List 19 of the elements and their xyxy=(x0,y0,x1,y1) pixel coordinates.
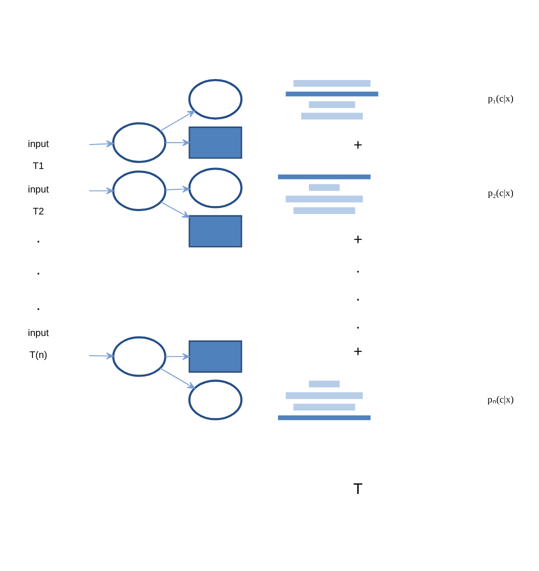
label: pₙ(c|x) xyxy=(488,394,514,406)
label: input xyxy=(28,184,49,196)
label: p₁(c|x) xyxy=(488,94,514,105)
label: . xyxy=(36,297,41,314)
label: . xyxy=(36,261,41,278)
label: input xyxy=(28,328,49,339)
label: . xyxy=(356,315,360,332)
label: T2 xyxy=(32,206,44,218)
label: + xyxy=(354,232,363,249)
label: p₂(c|x) xyxy=(488,188,514,200)
label: . xyxy=(36,230,41,247)
label: T(n) xyxy=(30,350,48,362)
label: . xyxy=(356,260,360,277)
label: T xyxy=(353,481,363,498)
label: . xyxy=(356,287,360,304)
label: + xyxy=(354,137,363,154)
label: + xyxy=(354,343,363,360)
label: input xyxy=(28,138,49,150)
label: T1 xyxy=(32,161,44,172)
